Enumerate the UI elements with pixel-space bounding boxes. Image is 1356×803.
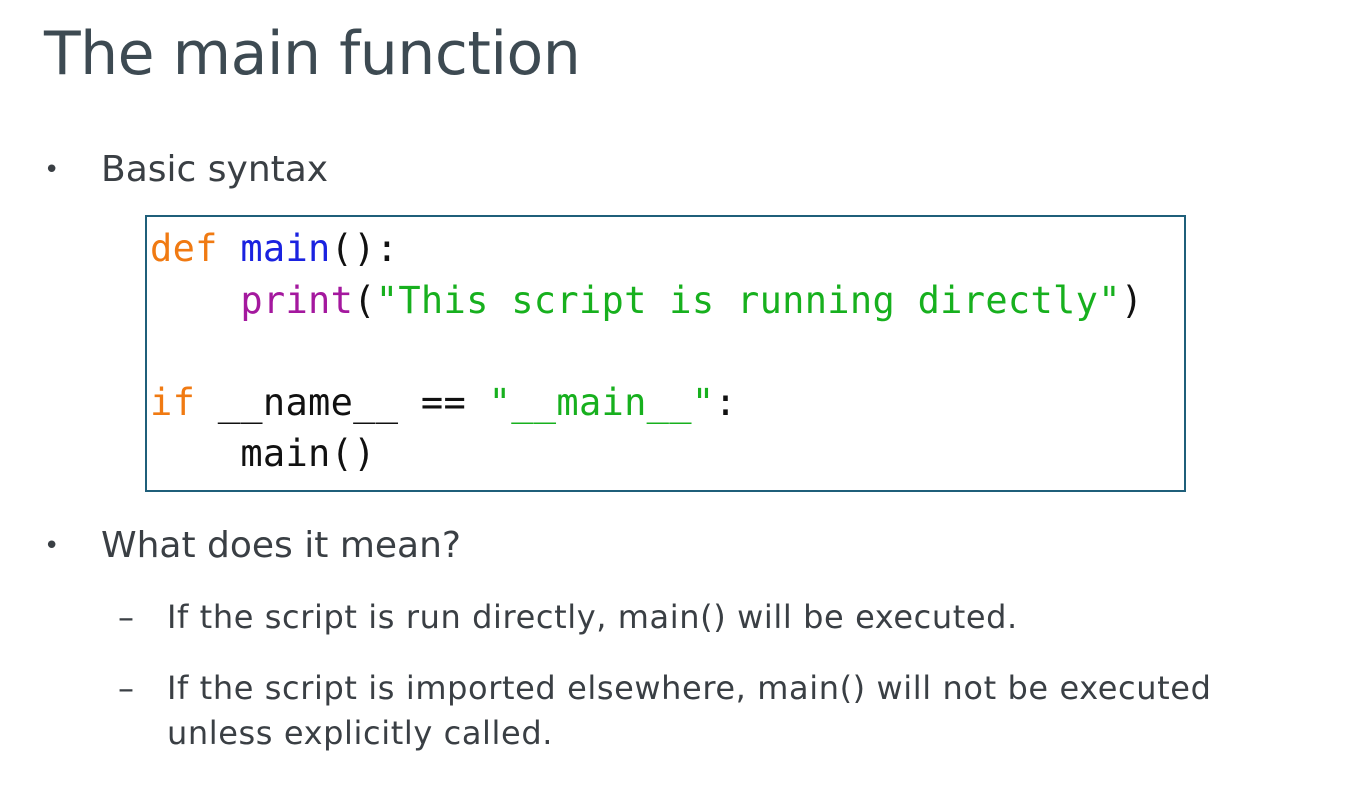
code-parens: (): — [330, 227, 399, 270]
sub-bullet-imported-line2: unless explicitly called. — [167, 714, 553, 752]
bullet-dot: • — [44, 531, 60, 561]
bullet-basic-syntax: Basic syntax — [101, 149, 329, 190]
code-space — [218, 227, 241, 270]
code-line-call: main() — [150, 429, 376, 479]
code-keyword-def: def — [150, 227, 218, 270]
code-keyword-if: if — [150, 381, 196, 424]
code-builtin-print: print — [240, 279, 354, 322]
sub-bullet-run-directly: If the script is run directly, main() wi… — [167, 598, 1018, 636]
sub-bullet-dash: – — [118, 669, 134, 707]
code-string-main: "__main__" — [488, 381, 715, 424]
code-indent — [150, 279, 240, 322]
code-line-print: print("This script is running directly") — [150, 276, 1143, 326]
code-line-def: def main(): — [150, 224, 398, 274]
code-block: def main(): print("This script is runnin… — [145, 215, 1186, 492]
sub-bullet-dash: – — [118, 598, 134, 636]
bullet-what-does-it-mean: What does it mean? — [101, 525, 462, 566]
code-line-if: if __name__ == "__main__": — [150, 378, 737, 428]
sub-bullet-imported-line1: If the script is imported elsewhere, mai… — [167, 669, 1212, 707]
code-function-name: main — [240, 227, 331, 270]
code-string-message: "This script is running directly" — [375, 279, 1121, 322]
code-close-paren: ) — [1120, 279, 1144, 322]
code-indent — [150, 432, 240, 475]
code-open-paren: ( — [353, 279, 376, 322]
code-main-call: main() — [240, 432, 376, 475]
code-name-compare: __name__ == — [195, 381, 489, 424]
bullet-dot: • — [44, 155, 60, 185]
slide-title: The main function — [44, 19, 581, 89]
code-colon: : — [714, 381, 737, 424]
